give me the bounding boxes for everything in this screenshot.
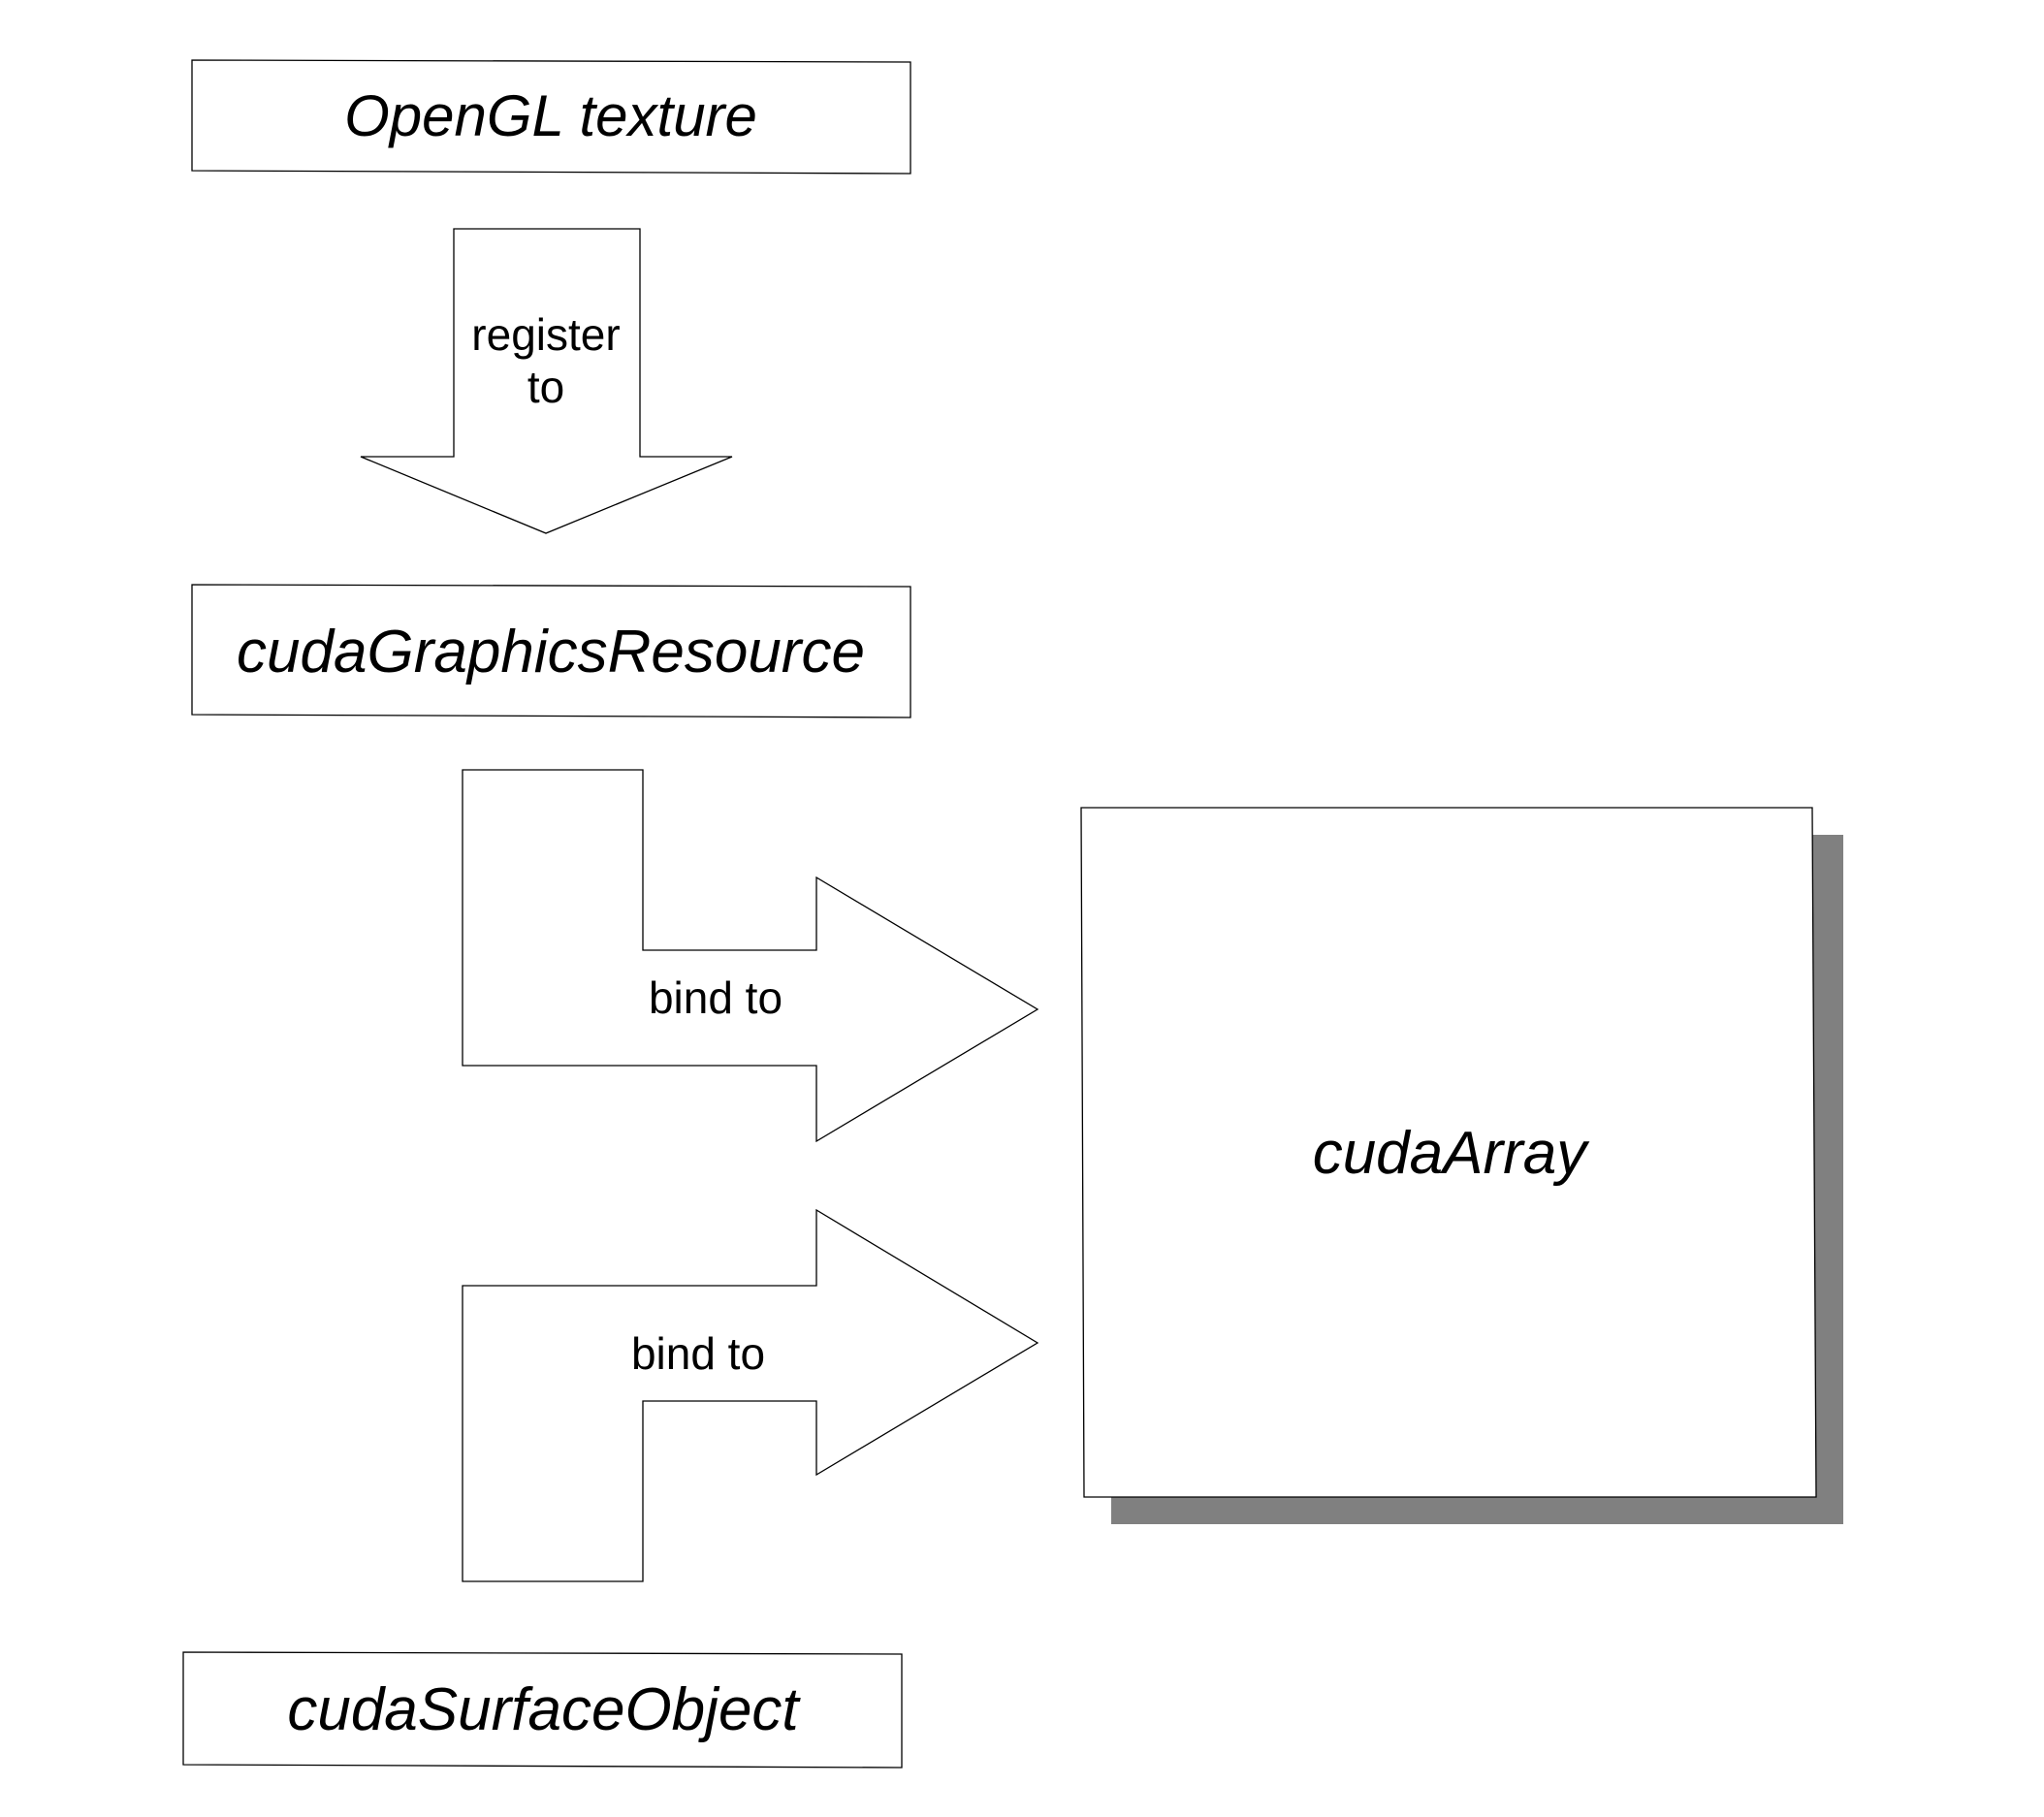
opengl-texture-box (191, 59, 911, 175)
cuda-graphics-resource-box (191, 584, 911, 718)
bind-surface-to-array-arrow: bind to (462, 1208, 1039, 1582)
bind-arrow-upper-label: bind to (649, 972, 782, 1023)
register-arrow-label-line2: to (527, 362, 564, 412)
cuda-surface-object-label: cudaSurfaceObject (287, 1676, 801, 1743)
register-arrow-label-line1: register (471, 309, 620, 360)
cuda-array-label: cudaArray (1313, 1120, 1591, 1187)
register-arrow-shape (360, 228, 733, 534)
opengl-texture-label: OpenGL texture (344, 83, 757, 148)
cuda-array-box (1080, 807, 1817, 1498)
bind-arrow-lower-shape (462, 1208, 1039, 1582)
cuda-graphics-resource-node: cudaGraphicsResource (191, 584, 911, 718)
bind-arrow-lower-label: bind to (631, 1328, 765, 1379)
cuda-surface-object-node: cudaSurfaceObject (182, 1651, 903, 1769)
cuda-surface-object-box (182, 1651, 903, 1769)
bind-arrow-upper-shape (462, 769, 1039, 1143)
opengl-texture-node: OpenGL texture (191, 59, 911, 175)
register-to-arrow: register to (360, 228, 733, 534)
bind-resource-to-array-arrow: bind to (462, 769, 1039, 1143)
cuda-graphics-resource-label: cudaGraphicsResource (237, 619, 865, 685)
cuda-array-node: cudaArray (1080, 807, 1843, 1524)
